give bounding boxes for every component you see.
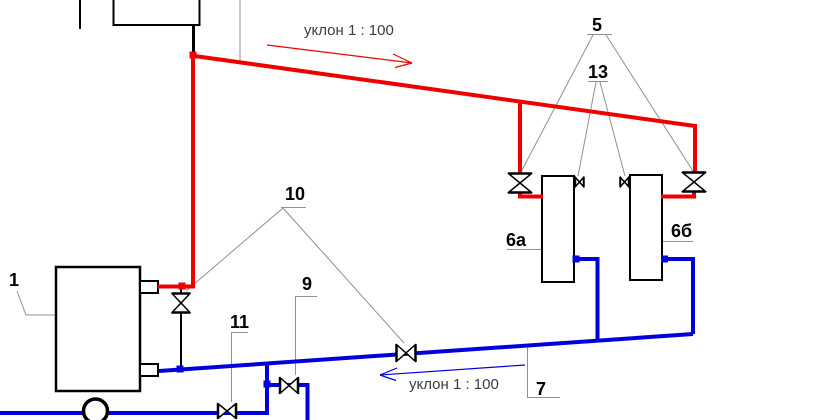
junction-return-bypass — [176, 365, 184, 373]
leader-11 — [231, 332, 248, 402]
slope-arrow-return — [379, 364, 526, 382]
radiator-a — [541, 175, 575, 283]
return-drop-a — [574, 257, 600, 340]
junction-supply-bypass — [178, 282, 186, 290]
radiator-b — [629, 174, 663, 281]
annotation-slope-return: уклон 1 : 100 — [409, 376, 499, 393]
label-return-main: 7 — [536, 379, 547, 399]
leader-5-right — [605, 34, 694, 172]
return-sloped-main — [158, 332, 694, 373]
annotation-slope-supply: уклон 1 : 100 — [304, 22, 394, 39]
label-boiler: 1 — [9, 270, 20, 290]
label-control-valves: 10 — [285, 184, 306, 204]
radiator-valve-b — [619, 175, 630, 189]
label-radiator-b: 6б — [671, 221, 693, 241]
expansion-tank — [112, 0, 201, 26]
supply-riser-valve-a — [506, 172, 534, 194]
pump — [81, 397, 110, 420]
leader-7 — [527, 347, 560, 398]
drain-branch — [267, 383, 310, 420]
supply-tail-b — [661, 191, 696, 199]
boiler-return-stub — [139, 363, 159, 377]
boiler — [54, 265, 142, 393]
supply-riser-pipe — [157, 55, 195, 289]
label-drain-valve: 9 — [302, 274, 313, 294]
leader-9 — [295, 296, 317, 375]
junction-supply-top — [189, 51, 197, 59]
leader-13-right — [599, 81, 626, 177]
supply-main-pipe — [190, 53, 697, 172]
supply-riser-valve-b — [680, 171, 708, 193]
leader-5-left — [520, 34, 594, 173]
label-radiator-a: 6а — [506, 230, 527, 250]
label-radiator-valves: 13 — [588, 62, 609, 82]
boiler-supply-stub — [139, 280, 159, 294]
return-main-valve — [395, 343, 417, 363]
leader-10-right — [282, 207, 405, 344]
leader-10-left — [185, 207, 284, 292]
label-supply-riser-valves: 5 — [592, 15, 603, 35]
radiator-valve-a — [574, 175, 585, 189]
label-pump-line-valve: 11 — [230, 312, 250, 332]
junction-radiator-b-outlet — [661, 255, 668, 263]
drain-valve — [278, 376, 300, 395]
return-drop-b — [662, 257, 695, 334]
junction-drain-branch — [263, 380, 271, 388]
slope-arrow-supply — [266, 44, 413, 69]
leader-13-left — [577, 81, 597, 177]
bypass-valve — [170, 292, 192, 314]
junction-radiator-a-outlet — [572, 255, 580, 263]
pump-line-valve — [216, 402, 238, 420]
